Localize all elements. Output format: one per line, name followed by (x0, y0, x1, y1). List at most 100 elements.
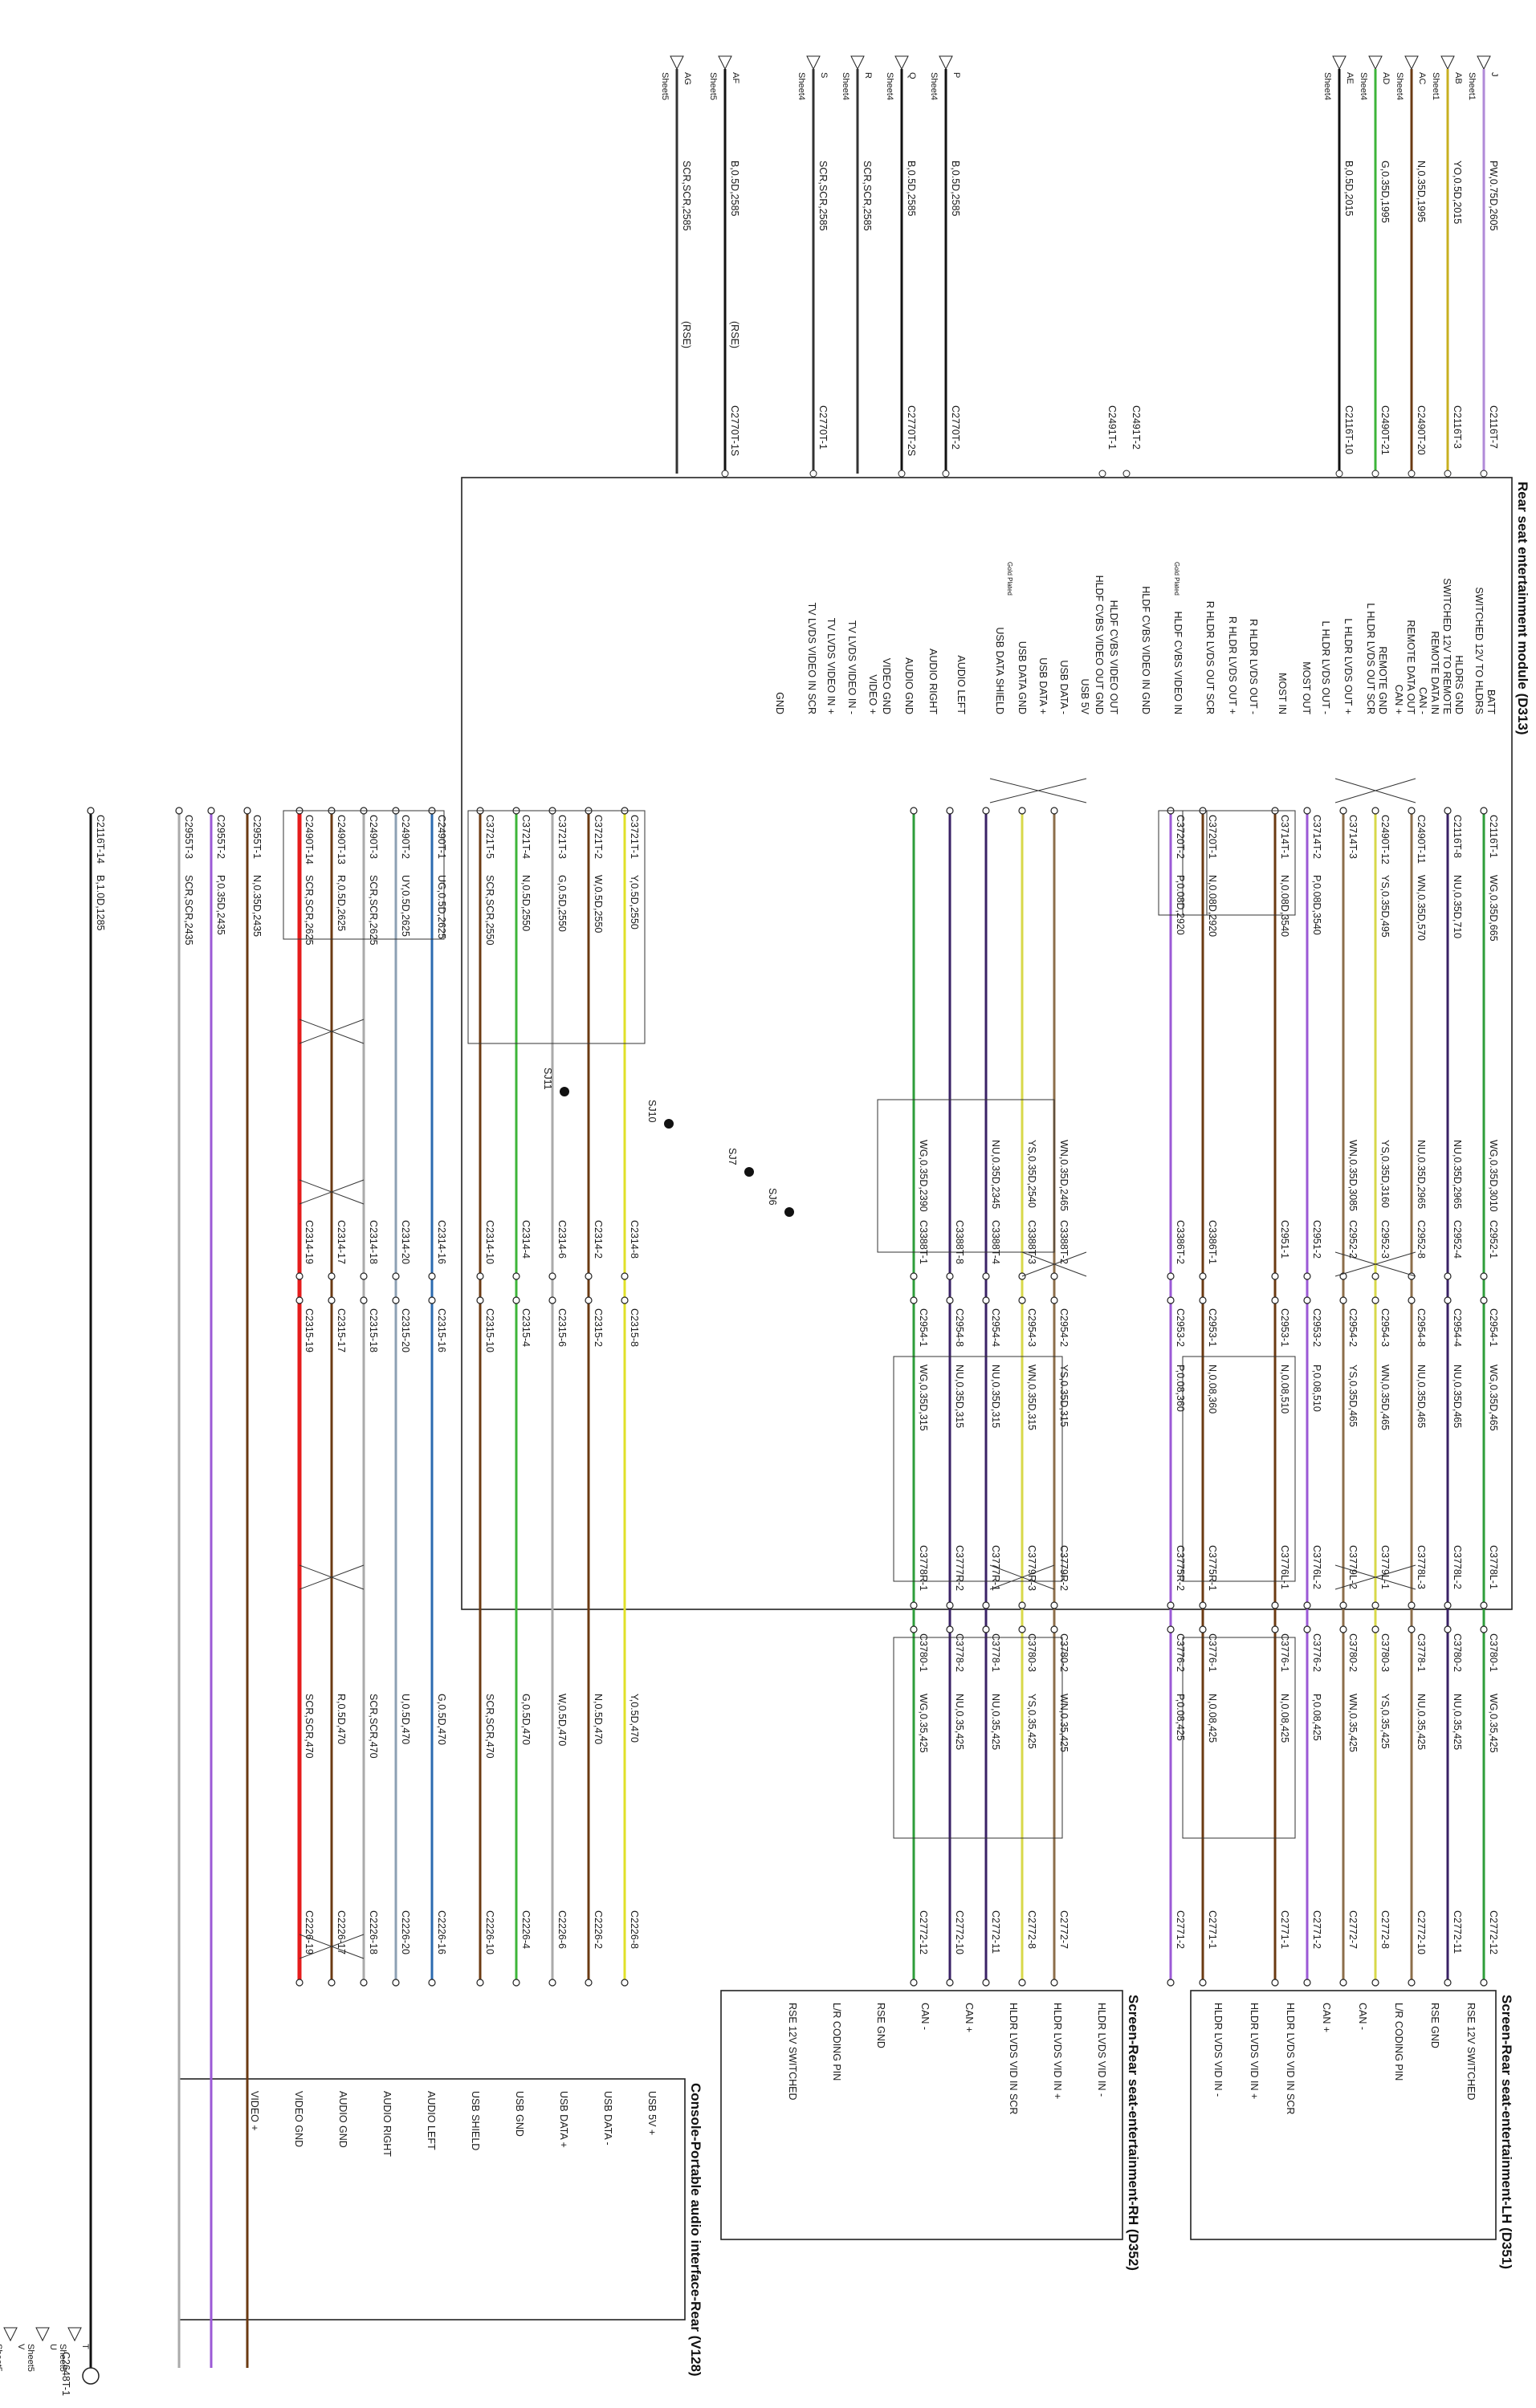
connector-pin (392, 1296, 400, 1304)
connector-label: C2226-16 (436, 1910, 447, 1954)
rse-pin-label: VIDEO + (867, 674, 878, 714)
pin-label: AUDIO LEFT (426, 2091, 437, 2150)
rse-pin-label: L HLDR LVDS OUT - (1320, 621, 1331, 714)
connector-label: C2226-2 (593, 1910, 604, 1949)
connector-label: C2771-2 (1311, 1910, 1322, 1949)
splice-label: SJ7 (727, 1148, 738, 1165)
splice-node (784, 1207, 794, 1217)
twist-marker (299, 1564, 365, 1590)
connector-pin (87, 807, 95, 815)
rse-pin-label: TV LVDS VIDEO IN + (825, 618, 837, 714)
twist-marker (1021, 1251, 1087, 1277)
connector-pin (1408, 1601, 1416, 1609)
connector-pin (1480, 1625, 1488, 1633)
rse-pin-label: USB DATA SHIELD (994, 627, 1005, 714)
connector-pin (1339, 1625, 1347, 1633)
wire-spec-label: WN,0.35D,2465 (1058, 1140, 1069, 1211)
wire-spec-label: NU,0.35D,465 (1416, 1365, 1427, 1428)
wire-spec-label: N,0.08D,3540 (1279, 875, 1290, 937)
rse-pin-label: USB DATA + (1037, 657, 1049, 714)
connector-pin (1199, 1625, 1207, 1633)
wire-spec-label: SCR,SCR,2585 (681, 161, 692, 231)
pin-label: AUDIO GND (337, 2091, 348, 2148)
offsheet-arrow (850, 55, 865, 71)
connector-label: C2772-11 (1452, 1910, 1463, 1954)
connector-label: C2315-4 (520, 1308, 532, 1347)
connector-label: C2226-20 (400, 1910, 411, 1954)
connector-pin (476, 1272, 484, 1280)
connector-pin (1199, 1601, 1207, 1609)
offsheet-sheet: Sheet4 (929, 72, 939, 100)
pin-label: HLDR LVDS VID IN - (1096, 2003, 1107, 2097)
connector-label: C3780-1 (1488, 1633, 1499, 1672)
connector-label: C3776-1 (1279, 1633, 1290, 1672)
rse-connector-label: C3721T-2 (593, 815, 604, 859)
offsheet-letter: P (951, 72, 961, 78)
offsheet-arrow (670, 55, 684, 71)
wire-spec-label: WG,0.35D,315 (918, 1365, 929, 1431)
connector-pin (1371, 1272, 1379, 1280)
splice-node (664, 1119, 674, 1129)
offsheet-letter: AE (1345, 72, 1355, 84)
connector-label: C2116T-7 (1488, 405, 1499, 449)
connector-label: C2315-18 (368, 1308, 379, 1352)
shield-outline (283, 810, 445, 940)
connector-label: C2772-8 (1379, 1910, 1391, 1949)
rse-pin-label: VIDEO GND (881, 658, 892, 714)
wire-spec-label: SCR,SCR,470 (368, 1694, 379, 1759)
connector-pin (982, 1979, 990, 1987)
gold-plated-note: Gold Plated (1173, 562, 1180, 596)
wire-spec-label: YS,0.35D,465 (1347, 1365, 1359, 1427)
offsheet-letter: AC (1417, 72, 1427, 84)
connector-pin (910, 1296, 918, 1304)
wire-spec-label: N,0.08,360 (1207, 1365, 1218, 1413)
connector-pin (1480, 807, 1488, 815)
wire-spec-label: P,0.08,425 (1175, 1694, 1186, 1741)
shield-outline (877, 1099, 1055, 1253)
rse-pin-label: R HLDR LVDS OUT + (1227, 616, 1238, 714)
rse-pin-label: TV LVDS VIDEO IN SCR (806, 603, 817, 714)
connector-label: C3778-2 (954, 1633, 965, 1672)
connector-pin (585, 1296, 593, 1304)
splice-node (744, 1167, 754, 1177)
pin-label: L/R CODING PIN (1393, 2003, 1404, 2081)
connector-pin (942, 470, 950, 478)
rse-pin-label: R HLDR LVDS OUT SCR (1204, 601, 1216, 714)
connector-label: C2954-1 (1488, 1308, 1499, 1347)
connector-label: C2226-17 (336, 1910, 347, 1954)
connector-pin (1050, 1625, 1058, 1633)
connector-label: C3779L-1 (1379, 1545, 1391, 1589)
connector-pin (1098, 470, 1106, 478)
connector-pin (585, 1272, 593, 1280)
connector-pin (295, 1296, 304, 1304)
connector-pin (1371, 1296, 1379, 1304)
connector-label: C2953-1 (1279, 1308, 1290, 1347)
connector-label: C2770T-1S (729, 405, 740, 456)
wire-spec-label: WN,0.35D,465 (1379, 1365, 1391, 1430)
offsheet-sheet: Sheet4 (841, 72, 850, 100)
connector-pin (946, 1625, 954, 1633)
connector-pin (1480, 470, 1488, 478)
connector-pin (1444, 1625, 1452, 1633)
connector-pin (1018, 1601, 1026, 1609)
rse-pin-label: SWITCHED 12V TO REMOTE (1441, 578, 1452, 714)
wire-spec-label: SCR,SCR,470 (484, 1694, 495, 1759)
connector-pin (548, 1296, 556, 1304)
connector-label: C3778-1 (1416, 1633, 1427, 1672)
connector-pin (585, 1979, 593, 1987)
wire-spec-label: N,0.35D,1995 (1416, 161, 1427, 222)
wire-spec-label: WN,0.35D,570 (1416, 875, 1427, 941)
connector-pin (982, 1296, 990, 1304)
connector-pin (548, 1272, 556, 1280)
connector-label: C2314-17 (336, 1220, 347, 1264)
rse-pin-label: MOST OUT (1301, 661, 1312, 714)
wire-spec-label: WN,0.35D,315 (1026, 1365, 1037, 1430)
connector-pin (1444, 1296, 1452, 1304)
connector-label: C3776-2 (1175, 1633, 1186, 1672)
connector-label: C2952-1 (1488, 1220, 1499, 1259)
wire-note: (RSE) (681, 321, 692, 348)
wire-spec-label: N,0.35D,2435 (251, 875, 263, 937)
connector-pin (910, 1979, 918, 1987)
connector-pin (360, 1272, 368, 1280)
connector-pin (1167, 1272, 1175, 1280)
